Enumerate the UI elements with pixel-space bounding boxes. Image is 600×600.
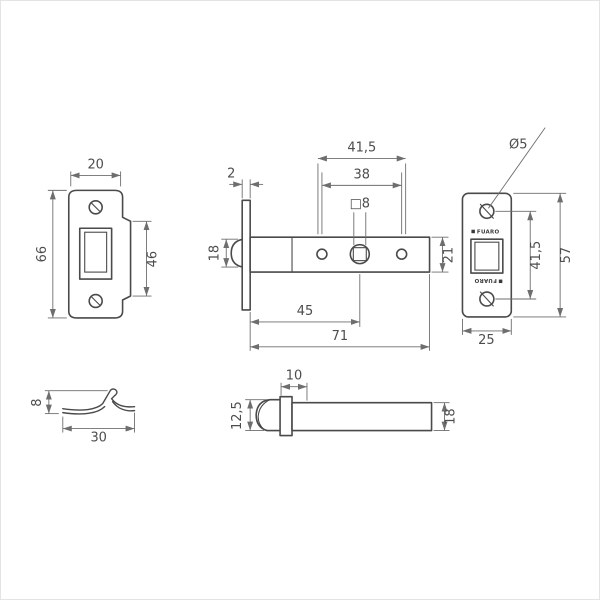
- spindle-hub: [349, 243, 371, 265]
- dim-hole-spacing: 41,5: [529, 241, 544, 270]
- case-hole-rear: [395, 248, 408, 260]
- dim-screw-hole-diameter: Ø5: [509, 138, 527, 153]
- screw-slot-icon: [91, 296, 101, 306]
- dim-backset: 45: [297, 304, 313, 319]
- dim-strike-lip-height: 46: [145, 251, 160, 267]
- screw-slot-icon: [479, 291, 494, 307]
- bolt-head-bevel: [257, 399, 271, 431]
- dim-bolt-case-height: 18: [443, 408, 458, 424]
- brand-text: FUARO: [477, 230, 500, 236]
- dim-bolt-height: 18: [207, 245, 222, 261]
- dim-faceplate-width: 25: [478, 333, 494, 348]
- dim-bolt-tip-length: 10: [286, 369, 302, 384]
- bolt-head: [255, 398, 282, 432]
- latch-faceplate-edge: [241, 199, 251, 311]
- dim-strike-width: 20: [87, 157, 103, 172]
- case-hole-front: [316, 248, 328, 260]
- strike-plate-profile-view: [62, 388, 136, 415]
- dim-bolt-tip-height: 12,5: [230, 401, 245, 430]
- brand-stamp-top: FUARO: [471, 230, 499, 236]
- screw-slot-icon: [479, 203, 494, 219]
- dim-span-inner: 38: [354, 167, 370, 182]
- hole-diameter-leader: [488, 127, 546, 209]
- dim-faceplate-height: 57: [559, 247, 574, 263]
- strike-profile-bottom-surface: [62, 400, 136, 415]
- strike-profile-top-surface: [62, 388, 136, 411]
- dim-strike-thickness: 8: [30, 399, 45, 407]
- strike-profile-dimensions: 8 30: [30, 390, 136, 446]
- faceplate-window-outer: [470, 238, 504, 274]
- dim-span-outer: 41,5: [347, 140, 376, 155]
- latch-bolt-profile-view: [255, 395, 433, 437]
- dim-overall-length: 71: [332, 329, 348, 344]
- brand-logo-icon: [471, 229, 475, 234]
- screw-slot-icon: [91, 202, 101, 212]
- latch-bolt-tip: [230, 238, 244, 268]
- bolt-collar: [279, 395, 293, 437]
- spindle-square-hole: [352, 247, 367, 262]
- strike-front-dimensions: 20 66 46: [35, 157, 160, 319]
- dim-strike-profile-width: 30: [90, 431, 106, 446]
- latch-body-side-view: [230, 199, 431, 311]
- brand-stamp-bottom: FUARO: [474, 277, 503, 284]
- faceplate-front-view: FUARO FUARO: [461, 192, 513, 318]
- brand-logo-icon: [498, 279, 503, 284]
- strike-cutout-lip: [84, 231, 108, 273]
- faceplate-dimensions: Ø5 41,5 57 25: [462, 127, 574, 348]
- dim-strike-height: 66: [35, 246, 50, 262]
- brand-text: FUARO: [474, 277, 497, 283]
- latch-side-dimensions: 2 41,5 38 □8 18 21 45 71: [207, 140, 456, 351]
- dim-faceplate-thickness: 2: [227, 166, 235, 181]
- strike-plate-front-view: [67, 189, 132, 319]
- bolt-profile-dimensions: 10 12,5 18: [230, 369, 458, 432]
- dim-spindle-square: □8: [350, 196, 370, 211]
- faceplate-window-inner: [474, 241, 500, 271]
- bolt-case-tube: [291, 401, 433, 432]
- dim-case-height: 21: [441, 247, 456, 263]
